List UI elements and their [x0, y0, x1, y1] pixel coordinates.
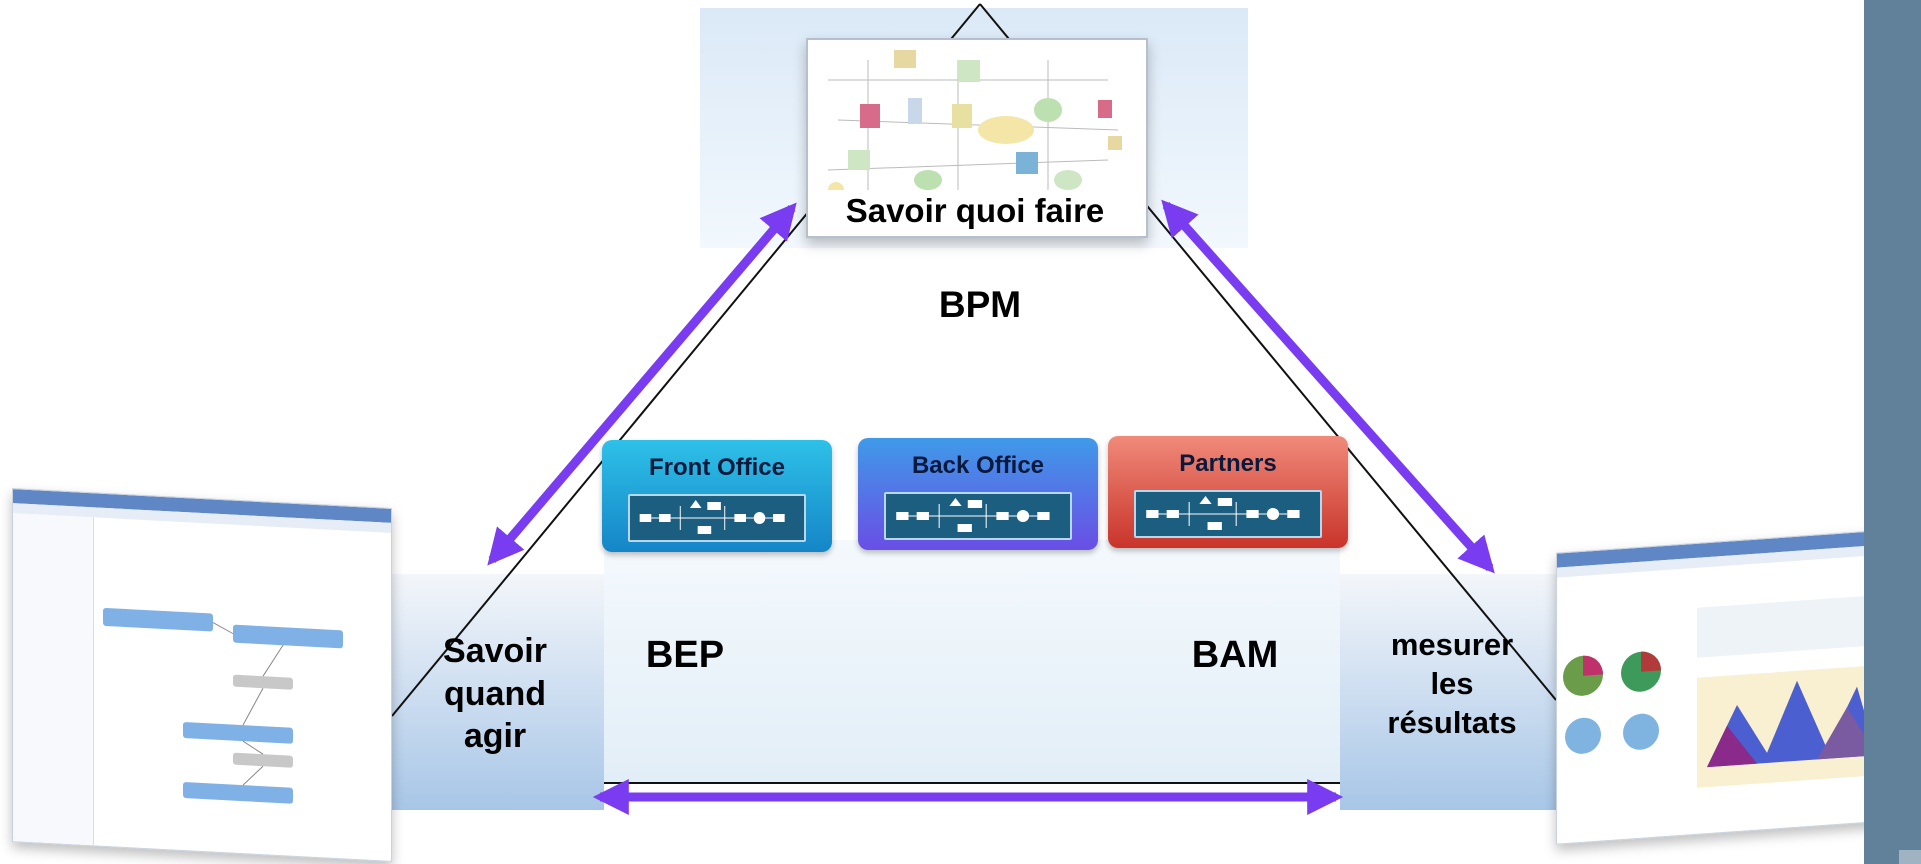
right-caption: mesurer les résultats	[1387, 627, 1517, 740]
process-front-office: Front Office	[602, 440, 832, 552]
arrow-top-right	[1161, 199, 1495, 574]
process-label: Front Office	[649, 454, 785, 481]
process-label: Partners	[1179, 450, 1277, 477]
center-title: BPM	[938, 284, 1022, 325]
middle-backdrop	[604, 540, 1340, 782]
flow-icon	[628, 494, 806, 542]
bam-label: BAM	[1191, 634, 1279, 676]
process-label: Back Office	[911, 452, 1045, 479]
process-partners: Partners	[1108, 436, 1348, 548]
flow-icon	[884, 492, 1072, 540]
tree-panel	[13, 513, 94, 846]
right-backdrop	[1340, 574, 1556, 810]
side-bar-tip	[1899, 850, 1921, 864]
process-back-office: Back Office	[858, 438, 1098, 550]
dashboard-charts	[1563, 595, 1877, 788]
bep-label: BEP	[645, 634, 725, 676]
workflow-graphic	[103, 607, 343, 804]
arrow-top-left	[487, 202, 797, 566]
bep-application-screenshot	[12, 488, 392, 862]
side-bar	[1864, 0, 1921, 864]
bam-dashboard-screenshot	[1556, 527, 1918, 845]
flow-icon	[1134, 490, 1322, 538]
left-backdrop	[390, 574, 604, 810]
top-caption: Savoir quoi faire	[808, 190, 1142, 232]
left-caption: Savoir quand agir	[443, 632, 547, 755]
process-model-graphic	[827, 50, 1122, 210]
